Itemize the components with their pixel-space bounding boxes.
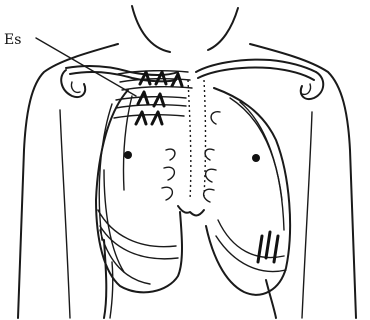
right-hemithorax xyxy=(204,88,290,318)
sternum xyxy=(178,80,206,216)
electrode-markers xyxy=(114,71,192,124)
es-label: Es xyxy=(4,32,21,48)
torso-outline xyxy=(18,6,356,318)
clavicles xyxy=(66,60,316,82)
left-hemithorax xyxy=(96,90,182,318)
shoulder-joints xyxy=(61,70,323,99)
es-label-group: Es xyxy=(4,32,136,96)
